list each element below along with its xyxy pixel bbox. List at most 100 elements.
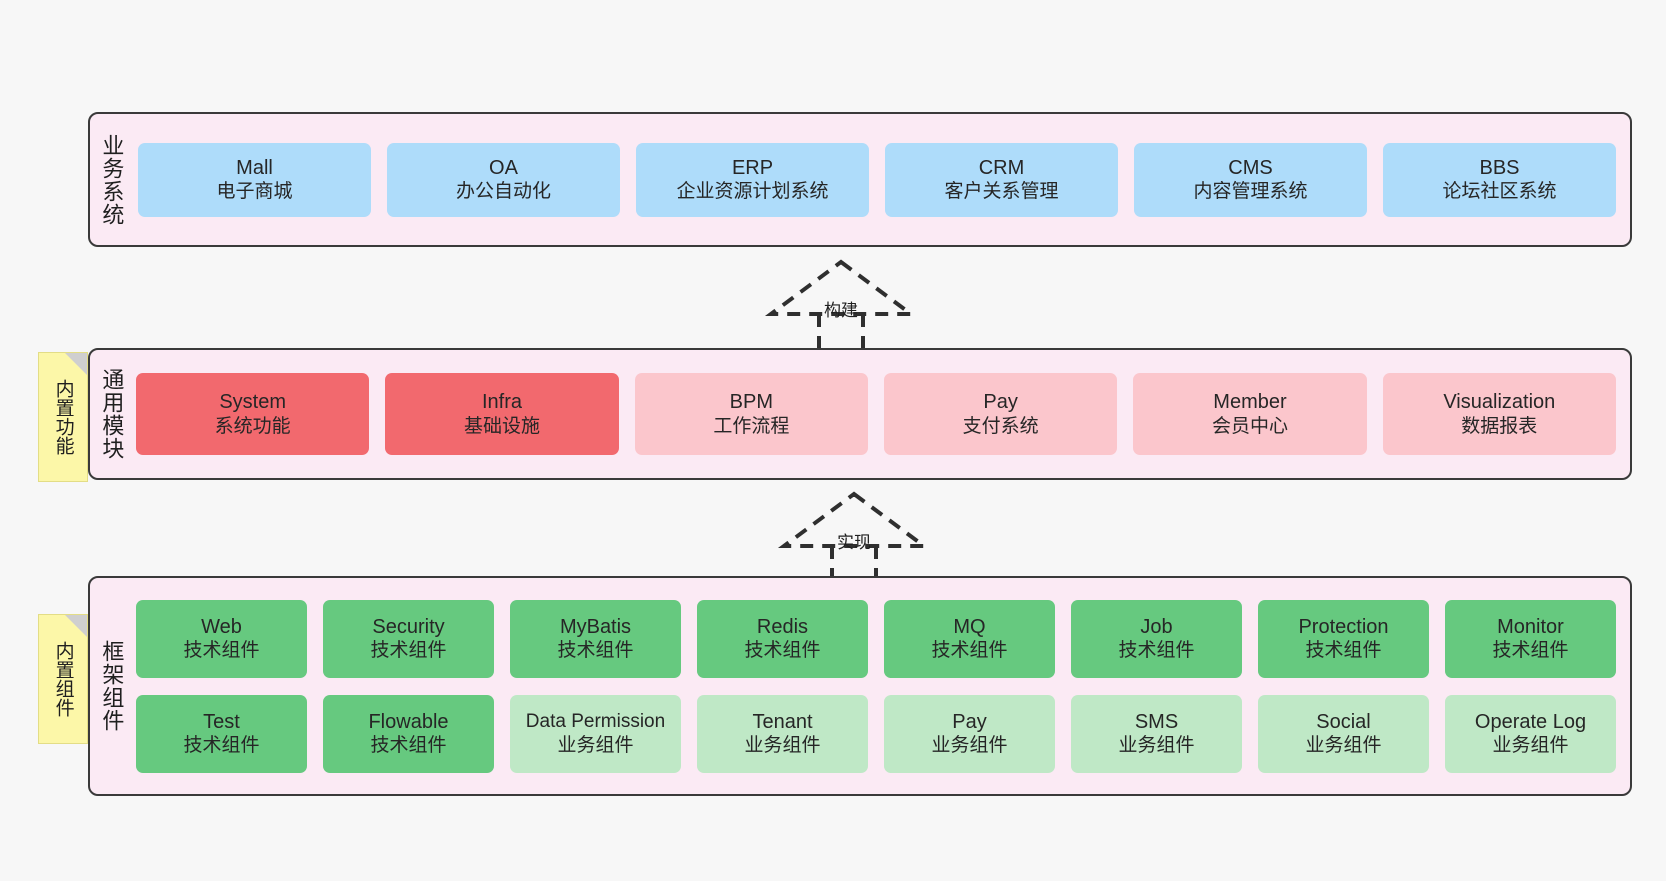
- card-subtitle: 企业资源计划系统: [676, 181, 829, 203]
- card-member[interactable]: Member 会员中心: [1133, 373, 1367, 455]
- card-pay-module[interactable]: Pay 支付系统: [883, 373, 1118, 455]
- card-bbs[interactable]: BBS 论坛社区系统: [1383, 142, 1616, 217]
- card-title: MQ: [953, 615, 986, 638]
- card-flowable[interactable]: Flowable 技术组件: [323, 694, 494, 773]
- note-label: 内置功能: [52, 379, 74, 455]
- card-mq[interactable]: MQ 技术组件: [884, 599, 1055, 678]
- card-title: Job: [1140, 615, 1173, 638]
- card-subtitle: 技术组件: [931, 640, 1008, 662]
- note-fold-icon: [65, 353, 87, 375]
- card-bpm[interactable]: BPM 工作流程: [634, 373, 868, 455]
- card-subtitle: 业务组件: [744, 735, 821, 757]
- card-tenant[interactable]: Tenant 业务组件: [697, 694, 868, 773]
- card-title: CMS: [1228, 156, 1273, 179]
- card-erp[interactable]: ERP 企业资源计划系统: [636, 142, 869, 217]
- band-title-common-modules: 通用模块: [99, 368, 125, 460]
- card-title: Security: [372, 615, 445, 638]
- card-redis[interactable]: Redis 技术组件: [697, 599, 868, 678]
- card-subtitle: 业务组件: [557, 734, 634, 756]
- card-subtitle: 技术组件: [183, 735, 260, 757]
- band-body-business-systems: Mall 电子商城 OA 办公自动化 ERP 企业资源计划系统 CRM 客户关系…: [132, 114, 1630, 245]
- note-fold-icon: [65, 615, 87, 637]
- arrowhead-triangle-icon: [764, 259, 918, 316]
- card-infra[interactable]: Infra 基础设施: [385, 373, 619, 455]
- card-title: Mall: [236, 156, 273, 179]
- card-mybatis[interactable]: MyBatis 技术组件: [510, 599, 681, 678]
- band-title-business-systems: 业务系统: [99, 133, 125, 226]
- card-title: Infra: [481, 391, 522, 414]
- card-data-permission[interactable]: Data Permission 业务组件: [510, 694, 681, 773]
- card-row: Web 技术组件 Security 技术组件 MyBatis 技术组件 Redi…: [136, 599, 1616, 678]
- card-subtitle: 技术组件: [1305, 640, 1382, 662]
- band-body-framework-components: Web 技术组件 Security 技术组件 MyBatis 技术组件 Redi…: [132, 578, 1630, 794]
- card-subtitle: 业务组件: [1492, 735, 1569, 757]
- card-title: Member: [1213, 391, 1287, 414]
- card-title: Tenant: [752, 710, 813, 733]
- band-title-framework-components: 框架组件: [99, 640, 125, 732]
- connector-label: 实现: [837, 533, 871, 552]
- card-job[interactable]: Job 技术组件: [1071, 599, 1242, 678]
- card-title: Pay: [952, 710, 987, 733]
- card-row: Mall 电子商城 OA 办公自动化 ERP 企业资源计划系统 CRM 客户关系…: [138, 142, 1616, 217]
- card-row: Test 技术组件 Flowable 技术组件 Data Permission …: [136, 694, 1616, 773]
- card-title: Social: [1316, 710, 1371, 733]
- card-sms[interactable]: SMS 业务组件: [1071, 694, 1242, 773]
- card-subtitle: 技术组件: [1492, 640, 1569, 662]
- band-body-common-modules: System 系统功能 Infra 基础设施 BPM 工作流程 Pay 支付系统…: [132, 350, 1630, 478]
- card-subtitle: 论坛社区系统: [1442, 181, 1557, 203]
- card-title: Data Permission: [525, 711, 666, 733]
- connector-label: 构建: [824, 301, 858, 320]
- card-crm[interactable]: CRM 客户关系管理: [885, 142, 1118, 217]
- card-subtitle: 数据报表: [1461, 415, 1538, 437]
- card-title: Monitor: [1497, 615, 1564, 638]
- card-subtitle: 技术组件: [370, 735, 447, 757]
- card-title: SMS: [1134, 710, 1179, 733]
- card-pay-component[interactable]: Pay 业务组件: [884, 694, 1055, 773]
- card-title: Web: [201, 615, 242, 638]
- card-title: BPM: [729, 391, 773, 414]
- card-title: Visualization: [1443, 391, 1556, 414]
- card-subtitle: 电子商城: [216, 181, 293, 203]
- card-monitor[interactable]: Monitor 技术组件: [1445, 599, 1616, 678]
- card-title: Protection: [1298, 615, 1389, 638]
- card-row: System 系统功能 Infra 基础设施 BPM 工作流程 Pay 支付系统…: [136, 373, 1616, 455]
- card-protection[interactable]: Protection 技术组件: [1258, 599, 1429, 678]
- card-subtitle: 工作流程: [713, 415, 790, 437]
- card-cms[interactable]: CMS 内容管理系统: [1134, 142, 1367, 217]
- card-subtitle: 基础设施: [463, 415, 540, 437]
- card-operate-log[interactable]: Operate Log 业务组件: [1445, 694, 1616, 773]
- card-subtitle: 业务组件: [1118, 735, 1195, 757]
- card-oa[interactable]: OA 办公自动化: [387, 142, 620, 217]
- card-test[interactable]: Test 技术组件: [136, 694, 307, 773]
- card-title: Operate Log: [1474, 710, 1587, 733]
- card-title: CRM: [978, 156, 1025, 179]
- card-subtitle: 内容管理系统: [1193, 181, 1308, 203]
- card-visualization[interactable]: Visualization 数据报表: [1382, 373, 1616, 455]
- card-subtitle: 支付系统: [962, 415, 1039, 437]
- note-builtin-functions: 内置功能: [38, 352, 88, 482]
- card-subtitle: 技术组件: [744, 640, 821, 662]
- card-system[interactable]: System 系统功能: [136, 373, 370, 455]
- card-title: Flowable: [368, 710, 449, 733]
- card-social[interactable]: Social 业务组件: [1258, 694, 1429, 773]
- band-business-systems: 业务系统 Mall 电子商城 OA 办公自动化 ERP 企业资源计划系统 CRM…: [88, 112, 1632, 247]
- card-title: Test: [203, 710, 240, 733]
- card-title: ERP: [731, 156, 774, 179]
- card-title: Pay: [983, 391, 1018, 414]
- card-subtitle: 技术组件: [370, 640, 447, 662]
- card-subtitle: 技术组件: [183, 640, 260, 662]
- connector-build: 构建: [761, 258, 921, 356]
- card-subtitle: 会员中心: [1211, 415, 1288, 437]
- card-subtitle: 业务组件: [1305, 735, 1382, 757]
- card-subtitle: 技术组件: [557, 640, 634, 662]
- card-mall[interactable]: Mall 电子商城: [138, 142, 371, 217]
- card-title: BBS: [1479, 156, 1520, 179]
- card-web[interactable]: Web 技术组件: [136, 599, 307, 678]
- card-subtitle: 系统功能: [214, 415, 291, 437]
- card-title: System: [219, 391, 286, 414]
- card-security[interactable]: Security 技术组件: [323, 599, 494, 678]
- arrowhead-triangle-icon: [777, 491, 931, 548]
- card-title: Redis: [756, 615, 809, 638]
- connector-implement: 实现: [774, 490, 934, 588]
